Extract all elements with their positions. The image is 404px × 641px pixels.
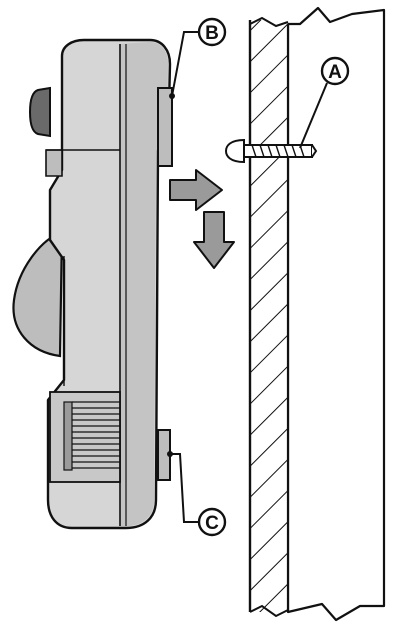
device-side-button <box>28 86 51 138</box>
device-front-panel <box>120 42 168 526</box>
callout-b: B <box>169 17 227 99</box>
device-battery-door <box>49 391 121 483</box>
wall <box>248 6 386 622</box>
device <box>12 38 173 530</box>
arrow-down-icon <box>193 211 235 269</box>
callout-c-leader <box>170 453 200 523</box>
device-mount-hook-top <box>157 87 173 167</box>
screw-head <box>224 138 245 164</box>
callout-a: A <box>299 56 350 149</box>
callout-c: C <box>167 451 227 537</box>
callout-c-circle <box>197 507 227 537</box>
callout-a-label: A <box>328 62 342 83</box>
callout-a-circle <box>320 56 350 86</box>
callout-b-circle <box>197 17 227 47</box>
callout-a-leader <box>299 82 328 149</box>
callout-b-leader <box>171 31 199 97</box>
device-top-step <box>45 149 63 177</box>
wall-face <box>286 6 386 622</box>
device-grip <box>12 230 64 358</box>
device-ribs <box>72 401 120 469</box>
screw-icon <box>224 138 318 164</box>
callout-b-label: B <box>205 23 219 44</box>
callout-c-label: C <box>205 513 219 534</box>
arrow-right-icon <box>169 169 223 211</box>
